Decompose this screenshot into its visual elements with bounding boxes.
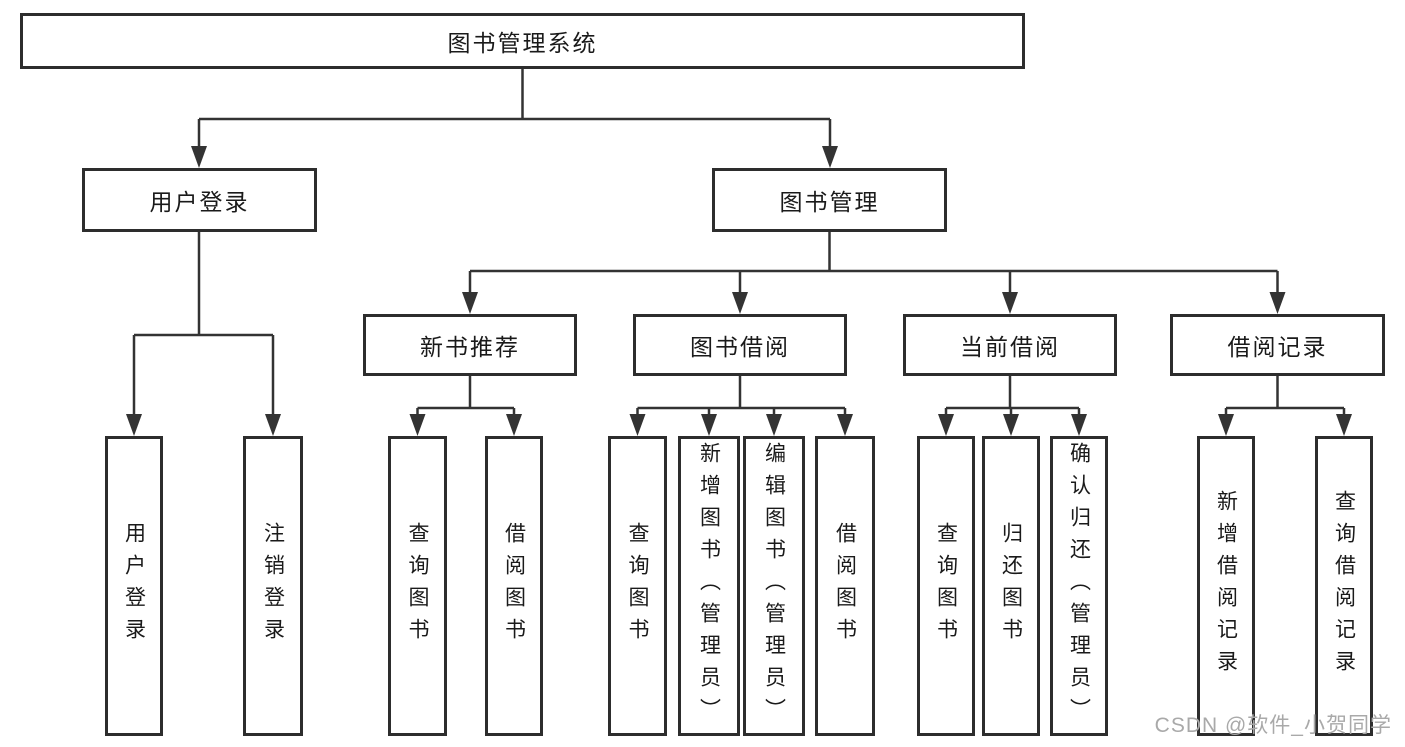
leaf-borrow-books-borrowing: 借阅图书 bbox=[815, 436, 875, 736]
leaf-query-books-borrowing-label: 查询图书 bbox=[626, 522, 649, 650]
leaf-borrow-books-recommend-label: 借阅图书 bbox=[502, 522, 526, 650]
leaf-borrow-books-borrowing-label: 借阅图书 bbox=[833, 522, 857, 650]
leaf-query-books-current-label: 查询图书 bbox=[934, 522, 958, 650]
leaf-borrow-books-recommend: 借阅图书 bbox=[485, 436, 543, 736]
node-user-login: 用户登录 bbox=[82, 168, 317, 232]
leaf-return-book: 归还图书 bbox=[982, 436, 1040, 736]
leaf-add-book-admin-label: 新增图书（管理员） bbox=[697, 442, 721, 730]
connector-borrowing-records-to-leaves bbox=[1218, 376, 1352, 436]
node-book-management: 图书管理 bbox=[712, 168, 947, 232]
leaf-confirm-return-admin: 确认归还（管理员） bbox=[1050, 436, 1108, 736]
leaf-query-books-recommend-label: 查询图书 bbox=[406, 522, 429, 650]
leaf-logout-label: 注销登录 bbox=[261, 522, 285, 650]
leaf-query-books-current: 查询图书 bbox=[917, 436, 975, 736]
connector-user-login-to-leaves bbox=[126, 232, 281, 436]
leaf-confirm-return-admin-label: 确认归还（管理员） bbox=[1067, 442, 1091, 730]
connector-book-borrowing-to-leaves bbox=[629, 376, 853, 436]
node-current-borrowing: 当前借阅 bbox=[903, 314, 1117, 376]
watermark-text: CSDN @软件_小贺同学 bbox=[1154, 714, 1392, 737]
connector-current-borrowing-to-leaves bbox=[938, 376, 1087, 436]
leaf-edit-book-admin: 编辑图书（管理员） bbox=[743, 436, 805, 736]
leaf-add-borrow-record-label: 新增借阅记录 bbox=[1214, 490, 1238, 682]
node-book-borrowing: 图书借阅 bbox=[633, 314, 847, 376]
node-borrowing-records: 借阅记录 bbox=[1170, 314, 1385, 376]
node-new-book-recommend: 新书推荐 bbox=[363, 314, 577, 376]
leaf-user-login: 用户登录 bbox=[105, 436, 163, 736]
leaf-query-books-recommend: 查询图书 bbox=[388, 436, 447, 736]
connector-new-book-recommend-to-leaves bbox=[409, 376, 522, 436]
leaf-edit-book-admin-label: 编辑图书（管理员） bbox=[762, 442, 786, 730]
leaf-add-borrow-record: 新增借阅记录 bbox=[1197, 436, 1255, 736]
leaf-return-book-label: 归还图书 bbox=[999, 522, 1023, 650]
leaf-logout: 注销登录 bbox=[243, 436, 303, 736]
connector-book-management-to-level3 bbox=[462, 232, 1286, 314]
leaf-user-login-label: 用户登录 bbox=[122, 522, 146, 650]
leaf-query-borrow-record: 查询借阅记录 bbox=[1315, 436, 1373, 736]
node-library-management-system: 图书管理系统 bbox=[20, 13, 1025, 69]
leaf-add-book-admin: 新增图书（管理员） bbox=[678, 436, 740, 736]
leaf-query-books-borrowing: 查询图书 bbox=[608, 436, 667, 736]
leaf-query-borrow-record-label: 查询借阅记录 bbox=[1332, 490, 1356, 682]
connector-root-to-level2 bbox=[191, 69, 838, 168]
